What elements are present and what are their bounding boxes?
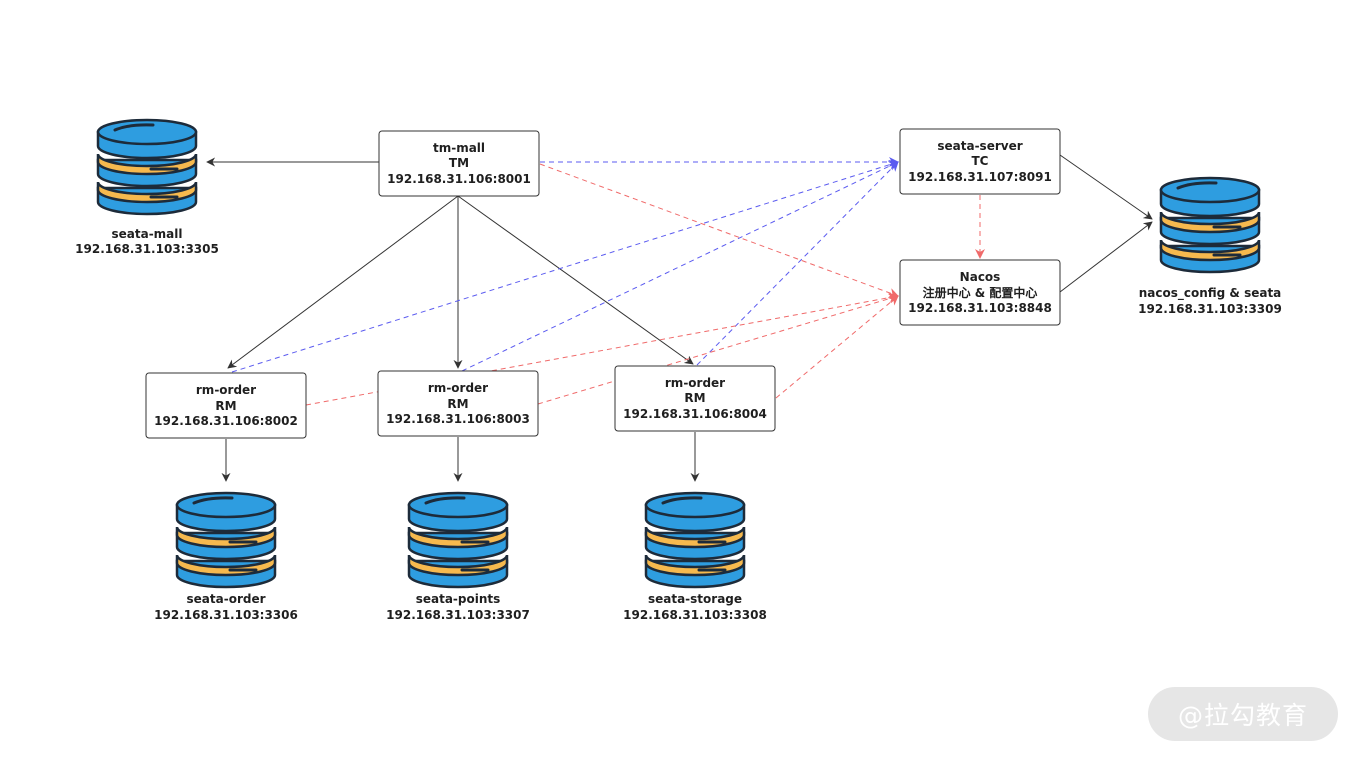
node-rm-order-8003: rm-order RM 192.168.31.106:8003 xyxy=(377,370,539,437)
node-tm-mall: tm-mall TM 192.168.31.106:8001 xyxy=(378,130,540,197)
edge-tm-to-nacos xyxy=(539,163,899,298)
db-disk-highlight xyxy=(1176,181,1218,190)
db-label: nacos_config & seata xyxy=(1139,286,1282,301)
edge-rm-8004-to-seata-server xyxy=(696,161,899,366)
node-line: TC xyxy=(972,154,989,168)
database-nacos-config: nacos_config & seata 192.168.31.103:3309 xyxy=(1138,176,1282,316)
edge-tm-to-rm-8002 xyxy=(227,195,459,369)
database-seata-mall: seata-mall 192.168.31.103:3305 xyxy=(75,118,219,256)
db-disk-highlight xyxy=(113,123,155,132)
edge-seata-server-to-db xyxy=(1059,154,1153,220)
edge-tm-to-rm-8004 xyxy=(457,195,694,365)
db-label: seata-mall xyxy=(111,227,182,241)
solid-edges xyxy=(206,154,1153,482)
node-line: 192.168.31.107:8091 xyxy=(908,170,1052,184)
db-disk-highlight xyxy=(192,496,234,505)
node-seata-server: seata-server TC 192.168.31.107:8091 xyxy=(899,128,1061,195)
node-line: rm-order xyxy=(665,376,725,390)
node-line: 192.168.31.103:8848 xyxy=(908,301,1052,315)
node-line: seata-server xyxy=(937,139,1022,153)
database-icon xyxy=(407,491,509,589)
database-seata-points: seata-points 192.168.31.103:3307 xyxy=(386,491,530,622)
db-address: 192.168.31.103:3307 xyxy=(386,608,530,622)
node-line: rm-order xyxy=(196,383,256,397)
node-line: 192.168.31.106:8003 xyxy=(386,412,530,426)
node-rm-order-8004: rm-order RM 192.168.31.106:8004 xyxy=(614,365,776,432)
db-disk-highlight xyxy=(424,496,466,505)
db-label: seata-storage xyxy=(648,592,742,606)
node-line: tm-mall xyxy=(433,141,485,155)
node-nacos: Nacos 注册中心 & 配置中心 192.168.31.103:8848 xyxy=(899,259,1061,326)
node-line: 192.168.31.106:8004 xyxy=(623,407,767,421)
watermark-badge: @拉勾教育 xyxy=(1148,687,1338,741)
db-address: 192.168.31.103:3306 xyxy=(154,608,298,622)
node-line: RM xyxy=(215,399,236,413)
node-line: RM xyxy=(684,391,705,405)
db-address: 192.168.31.103:3305 xyxy=(75,242,219,256)
database-icon xyxy=(175,491,277,589)
node-line: Nacos xyxy=(960,270,1001,284)
db-disk-highlight xyxy=(661,496,703,505)
blue-dashed-edges xyxy=(231,157,899,373)
database-icon xyxy=(1159,176,1261,274)
database-seata-storage: seata-storage 192.168.31.103:3308 xyxy=(623,491,767,622)
node-rm-order-8002: rm-order RM 192.168.31.106:8002 xyxy=(145,372,307,439)
node-line: 注册中心 & 配置中心 xyxy=(923,285,1038,300)
node-line: rm-order xyxy=(428,381,488,395)
database-seata-order: seata-order 192.168.31.103:3306 xyxy=(154,491,298,622)
database-icon xyxy=(96,118,198,216)
edge-rm-8004-to-nacos xyxy=(775,295,899,399)
database-icon xyxy=(644,491,746,589)
db-label: seata-order xyxy=(186,592,265,606)
node-line: RM xyxy=(447,397,468,411)
db-label: seata-points xyxy=(416,592,501,606)
edge-nacos-to-db xyxy=(1059,221,1153,293)
node-line: 192.168.31.106:8002 xyxy=(154,414,298,428)
db-address: 192.168.31.103:3308 xyxy=(623,608,767,622)
edge-rm-8002-to-seata-server xyxy=(231,159,899,373)
node-line: 192.168.31.106:8001 xyxy=(387,172,531,186)
db-address: 192.168.31.103:3309 xyxy=(1138,302,1282,316)
node-line: TM xyxy=(449,156,469,170)
